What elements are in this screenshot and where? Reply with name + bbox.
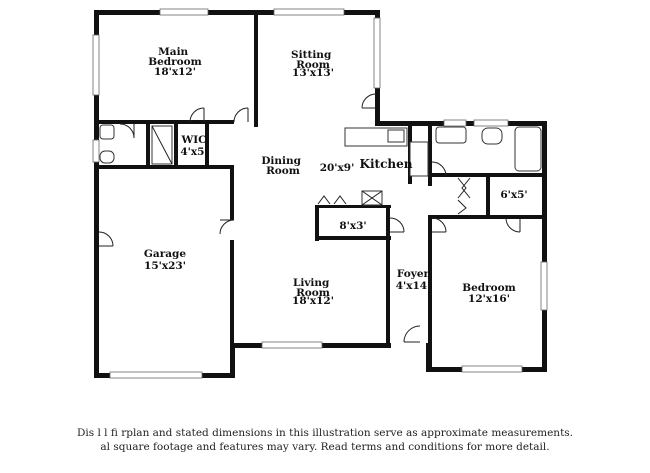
room-label-line: Room	[296, 59, 330, 71]
room-size-closet-8x3: 8'x3'	[339, 220, 366, 232]
room-size-bedroom: 12'x16'	[468, 293, 510, 305]
fixtures	[99, 124, 542, 206]
disclaimer-line-2: al square footage and features may vary.…	[100, 441, 550, 453]
room-size-sitting-room: 13'x13'	[292, 67, 334, 79]
floor-plan: Main Bedroom 18'x12' Sitting Room 13'x13…	[92, 8, 548, 379]
room-size-closet-6x5: 6'x5'	[500, 189, 527, 201]
disclaimer-line-1: Dis l l fi rplan and stated dimensions i…	[76, 427, 574, 439]
room-label-line: Bedroom	[148, 56, 202, 68]
room-label-dining-room: Dining Room	[261, 155, 304, 177]
room-size-dining-room: 20'x9'	[320, 162, 355, 174]
room-label-line: Room	[296, 287, 330, 299]
interior-walls	[94, 10, 547, 370]
room-label-line: Room	[266, 165, 300, 177]
room-size-main-bedroom: 18'x12'	[154, 66, 196, 78]
doors	[98, 93, 521, 343]
room-size-garage: 15'x23'	[144, 260, 186, 272]
room-label-main-bedroom: Main Bedroom	[148, 46, 202, 68]
room-size-foyer: 4'x14'	[396, 280, 431, 292]
room-size-wic: 4'x5'	[180, 146, 207, 158]
room-label-wic: WIC	[180, 134, 206, 146]
room-label-living-room: Living Room	[293, 277, 333, 299]
room-label-bedroom: Bedroom	[462, 282, 516, 294]
room-size-living-room: 18'x12'	[292, 295, 334, 307]
room-label-foyer: Foyer	[397, 268, 430, 280]
room-label-garage: Garage	[144, 248, 186, 260]
room-label-sitting-room: Sitting Room	[291, 49, 335, 71]
windows	[92, 8, 548, 379]
room-label-kitchen: Kitchen	[360, 157, 413, 171]
disclaimer: Dis l l fi rplan and stated dimensions i…	[0, 426, 650, 454]
